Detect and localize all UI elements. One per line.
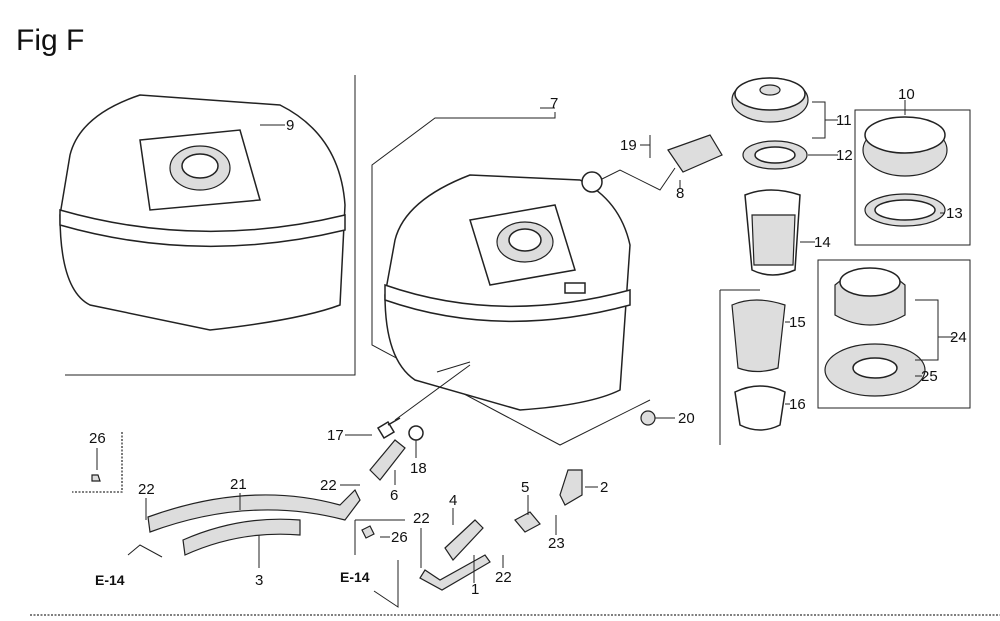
- callout-2: 2: [600, 479, 608, 496]
- callout-14: 14: [814, 234, 831, 251]
- fuel-tank-9: [59, 94, 346, 331]
- callout-12: 12: [836, 147, 853, 164]
- cap-24: [834, 267, 906, 326]
- callout-1: 1: [471, 581, 479, 598]
- callout-16: 16: [789, 396, 806, 413]
- strainer-14: [744, 189, 801, 276]
- nut-20: [640, 410, 656, 426]
- callout-20: 20: [678, 410, 695, 427]
- fuel-tank-7: [384, 174, 631, 411]
- callout-19: 19: [620, 137, 637, 154]
- callout-22: 22: [138, 481, 155, 498]
- cap-group-frame: [854, 109, 971, 246]
- gasket-12-inner: [754, 146, 796, 164]
- clip-26: [91, 474, 101, 482]
- callout-18: 18: [410, 460, 427, 477]
- callout-6: 6: [390, 487, 398, 504]
- strainer-16: [734, 385, 786, 431]
- washer-18: [408, 425, 424, 441]
- callout-22: 22: [495, 569, 512, 586]
- clip-26-frame: [72, 432, 123, 493]
- callout-23: 23: [548, 535, 565, 552]
- callout-13: 13: [946, 205, 963, 222]
- tank-9-frame: [65, 75, 356, 376]
- reference-e14-left[interactable]: E-14: [95, 572, 125, 588]
- callout-7: 7: [550, 95, 558, 112]
- callout-22: 22: [320, 477, 337, 494]
- callout-11: 11: [836, 112, 852, 129]
- clip-26b: [361, 525, 375, 539]
- callout-21: 21: [230, 476, 247, 493]
- tank-mount-line: [394, 361, 471, 421]
- callout-25: 25: [921, 368, 938, 385]
- tube-3: [182, 518, 301, 556]
- callout-26: 26: [391, 529, 408, 546]
- callout-5: 5: [521, 479, 529, 496]
- callout-4: 4: [449, 492, 457, 509]
- reference-e14-mid[interactable]: E-14: [340, 569, 370, 585]
- fuel-gauge-8: [581, 134, 723, 193]
- callout-9: 9: [286, 117, 294, 134]
- gasket-13-inner: [874, 199, 936, 221]
- fuel-cap-11: [731, 77, 809, 123]
- callout-10: 10: [898, 86, 915, 103]
- strainer-15: [731, 299, 786, 373]
- cap-10: [862, 116, 948, 177]
- strainer-frame: [719, 289, 760, 445]
- fuel-filter-5: [514, 511, 541, 533]
- callout-17: 17: [327, 427, 344, 444]
- gasket-25-inner: [852, 357, 898, 379]
- tube-1: [419, 554, 491, 591]
- callout-15: 15: [789, 314, 806, 331]
- bolt-17: [376, 417, 401, 440]
- fuel-cock-6: [369, 439, 406, 481]
- callout-22: 22: [413, 510, 430, 527]
- tube-2: [559, 469, 583, 506]
- callout-8: 8: [676, 185, 684, 202]
- tube-4: [444, 519, 484, 561]
- figure-title: Fig F: [16, 24, 84, 57]
- callout-24: 24: [950, 329, 967, 346]
- clip-26b-frame: [354, 519, 405, 555]
- callout-26: 26: [89, 430, 106, 447]
- fuel-tube-21: [147, 488, 361, 533]
- cap-group-frame-2: [817, 259, 971, 409]
- leader-lines: [96, 100, 955, 583]
- callout-3: 3: [255, 572, 263, 589]
- tank-7-frame: [371, 112, 651, 446]
- reference-arrows: [127, 544, 399, 608]
